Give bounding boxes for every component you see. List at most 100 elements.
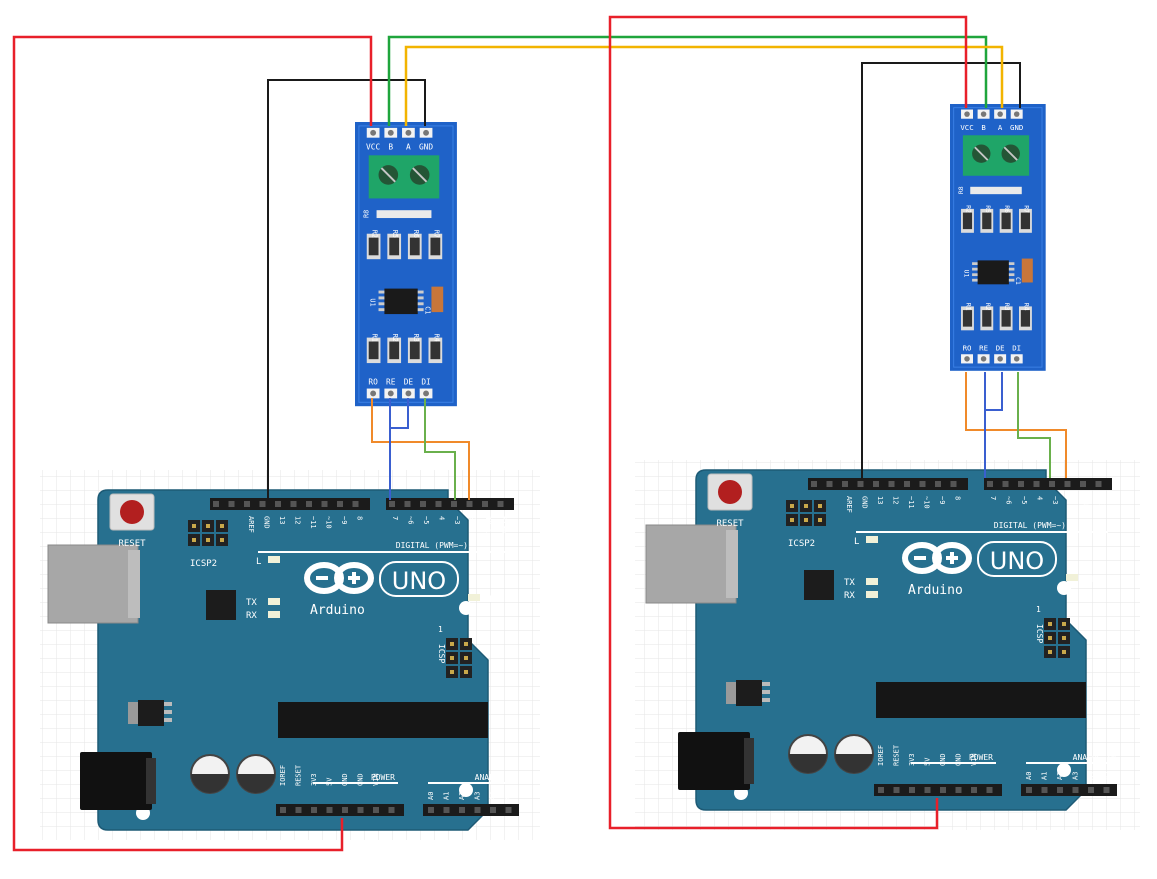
module-top-pin-label: GND (419, 142, 433, 151)
digital-pin-label: TX▶1 (484, 516, 492, 533)
usb-chip (804, 570, 834, 600)
component-label: R6 (412, 230, 420, 238)
module-top-pin-hole (980, 111, 987, 117)
digital-header-socket (811, 481, 817, 487)
analog-label: ANALOG IN (475, 773, 519, 782)
digital-pin-label: AREF (845, 496, 853, 513)
ic-leg (1008, 273, 1015, 277)
resistor-body (1001, 212, 1011, 230)
analog-pin-label: A2 (1056, 772, 1064, 780)
icsp2-pin (192, 538, 196, 542)
icsp-one-label: 1 (1036, 605, 1041, 614)
component-label: U1 (369, 298, 377, 306)
mounting-hole (459, 601, 473, 615)
power-pin-label: 5V (326, 777, 334, 786)
digital-header-socket (987, 481, 993, 487)
module-bottom-pin-label: DI (1012, 344, 1021, 353)
board-body (695, 469, 1087, 811)
logo-loop-right (932, 542, 972, 574)
module-bottom-pin-label: RO (963, 344, 972, 353)
analog-header-socket (1026, 787, 1032, 793)
arduino-brand-text: Arduino (310, 603, 365, 618)
component-label: C1 (424, 306, 432, 314)
digital-pin-label: 4 (438, 516, 446, 520)
power-pin-label: VIN (970, 753, 978, 766)
digital-pin-label: 7 (391, 516, 399, 520)
digital-pin-label: ~5 (1020, 496, 1028, 504)
power-jack-lip (146, 758, 156, 804)
digital-pin-label: 13 (278, 516, 286, 524)
regulator-leg (762, 690, 770, 694)
icsp2-pin (790, 504, 794, 508)
module-top-pin-hole (964, 111, 970, 117)
digital-pin-label: ~9 (938, 496, 946, 504)
power-header-socket (342, 807, 348, 813)
power-pin-label: GND (955, 753, 963, 766)
analog-header-socket (474, 807, 481, 813)
ic-leg (417, 308, 424, 312)
digital-header-socket (888, 481, 895, 487)
ic-leg (417, 290, 424, 294)
regulator-leg (762, 682, 770, 686)
regulator-leg (164, 702, 172, 706)
usb-port-lip (128, 550, 140, 618)
power-header-socket (388, 807, 395, 813)
ic-u1 (977, 260, 1009, 285)
analog-header-socket (1088, 787, 1094, 793)
analog-header-socket (443, 807, 450, 813)
uno-badge (379, 561, 459, 597)
power-label: POWER (371, 773, 395, 782)
power-jack (678, 732, 750, 790)
ic-leg (972, 267, 978, 271)
arduino-logo (304, 561, 459, 597)
digital-pin-label: GND (861, 496, 869, 509)
resistor-body (430, 237, 441, 256)
module-top-pin-label: A (406, 142, 411, 151)
resistor-body (982, 212, 992, 230)
power-pin-label: 3V3 (310, 773, 318, 786)
analog-label: ANALOG IN (1073, 753, 1117, 762)
icsp2-pin (192, 524, 196, 528)
arduino-brand-text: Arduino (908, 583, 963, 598)
digital-header-socket (404, 501, 411, 507)
icsp-pin (450, 642, 454, 646)
digital-pin-label: 12 (892, 496, 900, 504)
digital-header-socket (228, 501, 235, 507)
digital-pin-label: 7 (989, 496, 997, 500)
led-tx (866, 578, 878, 585)
reset-button-cap (718, 480, 742, 504)
screw-slot (412, 167, 428, 183)
analog-header-socket (428, 807, 434, 813)
power-jack-lip (744, 738, 754, 784)
digital-header-socket (873, 481, 879, 487)
mounting-hole (1057, 763, 1071, 777)
digital-header-socket (466, 501, 473, 507)
digital-pin-label: ~5 (422, 516, 430, 524)
r8-strip (376, 210, 432, 219)
voltage-regulator (736, 680, 762, 706)
ic-leg (417, 302, 424, 306)
power-pin-label: IOREF (279, 765, 287, 786)
digital-pin-label: ~9 (340, 516, 348, 524)
module-top-pin-hole (1013, 111, 1020, 117)
analog-pin-label: A4 (489, 792, 497, 800)
module-bottom-pin-label: DE (404, 378, 414, 387)
icsp-pin (1062, 636, 1066, 640)
wire-ro-to-pin0 (371, 398, 470, 500)
power-header-socket (924, 787, 931, 793)
icsp2-pin (804, 518, 808, 522)
power-header (276, 804, 404, 816)
led-rx (866, 591, 878, 598)
component-label: R8 (363, 210, 371, 218)
logo-loop-right (334, 562, 374, 594)
logo-loop-left (304, 562, 344, 594)
digital-header-socket (497, 501, 504, 507)
screw-slot (1003, 146, 1018, 161)
reset-label: RESET (716, 519, 744, 529)
module-top-pin-label: B (981, 123, 986, 132)
analog-header-socket (505, 807, 512, 813)
reset-button-cap (120, 500, 144, 524)
